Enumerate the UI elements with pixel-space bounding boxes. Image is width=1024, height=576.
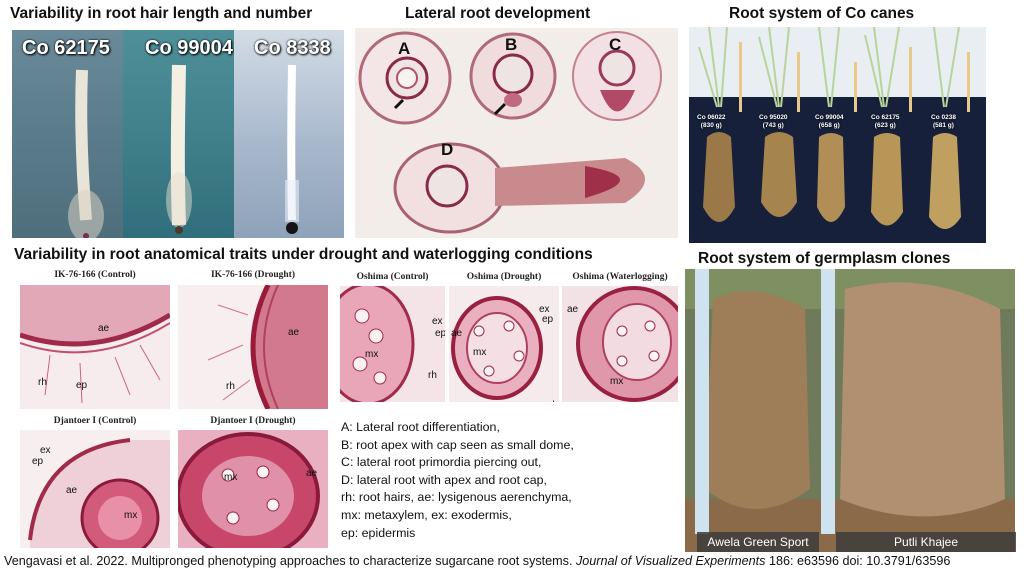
anatomy-oshima-control: ex ep mx rh — [340, 286, 445, 402]
legend-line-d: D: lateral root with apex and root cap, — [341, 472, 547, 487]
legend-line-mx: mx: metaxylem, ex: exodermis, — [341, 507, 512, 522]
co-cane-label-3: Co 99004(658 g) — [815, 114, 844, 129]
lateral-label-b: B — [505, 35, 518, 54]
oshima-drought-ep: ep — [542, 314, 554, 325]
ik-drought-rh: rh — [226, 381, 235, 392]
anatomy-dj-control: ex ep ae mx — [20, 430, 170, 548]
anatomy-oshima-drought-drawing — [451, 296, 543, 400]
anatomy-oshima-waterlogging: ae mx — [562, 286, 678, 402]
root-hair-photo-2: Co 99004 — [123, 30, 234, 238]
co-cane-label-5: Co 0238(581 g) — [931, 114, 956, 129]
legend-line-ep: ep: epidermis — [341, 525, 416, 540]
germplasm-label-1: Awela Green Sport — [697, 532, 819, 552]
citation: Vengavasi et al. 2022. Multipronged phen… — [4, 554, 950, 568]
ik-control-ep: ep — [76, 380, 88, 391]
co-cane-label-1: Co 06022(830 g) — [697, 114, 726, 129]
co-cane-label-4: Co 62175(623 g) — [871, 114, 900, 129]
anatomy-dj-control-drawing — [28, 438, 170, 548]
dj-drought-mx: mx — [224, 472, 238, 483]
dj-drought-ae: ae — [306, 468, 318, 479]
germplasm-label-2: Putli Khajee — [836, 532, 1016, 552]
oshima-drought-ex: ex — [539, 304, 550, 315]
dj-control-ae: ae — [66, 485, 78, 496]
co-canes-title: Root system of Co canes — [729, 5, 915, 22]
root-hair-photo-1: Co 62175 — [12, 30, 123, 238]
root-hair-label-1: Co 62175 — [22, 37, 110, 59]
lateral-label-a: A — [398, 39, 411, 58]
anatomy-caption-ik-control: IK-76-166 (Control) — [54, 270, 136, 280]
anatomy-dj-drought: mx ae — [178, 430, 328, 548]
lateral-label-c: C — [609, 35, 622, 54]
germplasm-photo — [685, 269, 1015, 552]
ik-drought-ae: ae — [288, 327, 300, 338]
oshima-control-rh: rh — [428, 370, 437, 381]
anatomy-caption-oshima-drought: Oshima (Drought) — [466, 272, 542, 282]
root-hair-label-2: Co 99004 — [145, 37, 233, 59]
oshima-control-ex: ex — [432, 316, 443, 327]
anatomy-caption-ik-drought: IK-76-166 (Drought) — [210, 270, 295, 280]
oshima-waterlog-mx: mx — [610, 376, 624, 387]
oshima-waterlog-ae: ae — [567, 304, 579, 315]
root-hair-drawing-1 — [68, 69, 104, 238]
citation-journal: Journal of Visualized Experiments — [575, 554, 766, 568]
anatomy-caption-dj-control: Djantoer I (Control) — [53, 416, 137, 426]
dj-control-ep: ep — [32, 456, 44, 467]
anatomy-caption-oshima-waterlogging: Oshima (Waterlogging) — [572, 272, 668, 282]
anatomy-oshima-control-drawing — [340, 286, 415, 402]
anatomy-caption-oshima-control: Oshima (Control) — [356, 272, 429, 282]
lateral-root-title: Lateral root development — [405, 5, 591, 22]
root-hair-drawing-2 — [166, 64, 192, 234]
lateral-root-drawing — [358, 31, 662, 234]
dj-control-mx: mx — [124, 510, 138, 521]
oshima-drought-rh: rh — [549, 400, 558, 402]
anatomy-ik-control: ae rh ep — [20, 285, 170, 409]
oshima-control-mx: mx — [365, 349, 379, 360]
root-hair-photo-3: Co 8338 — [234, 30, 344, 238]
germplasm-drawing — [685, 269, 1015, 552]
root-hair-label-3: Co 8338 — [254, 37, 331, 59]
ik-control-rh: rh — [38, 377, 47, 388]
citation-prefix: Vengavasi et al. 2022. Multipronged phen… — [4, 554, 576, 568]
oshima-control-ep: ep — [435, 328, 445, 339]
anatomy-ik-drought: ae rh — [178, 285, 328, 409]
legend-line-rh: rh: root hairs, ae: lysigenous aerenchym… — [341, 490, 572, 505]
anatomy-ik-control-drawing — [20, 285, 170, 404]
lateral-label-d: D — [441, 140, 454, 159]
legend-line-c: C: lateral root primordia piercing out, — [341, 455, 542, 470]
ik-control-ae: ae — [98, 323, 110, 334]
root-hair-drawing-3 — [285, 64, 299, 234]
citation-suffix: 186: e63596 doi: 10.3791/63596 — [765, 554, 951, 568]
anatomy-ik-drought-drawing — [207, 285, 328, 409]
anatomy-dj-drought-drawing — [178, 432, 320, 548]
legend-line-a: A: Lateral root differentiation, — [341, 420, 500, 434]
root-hair-title: Variability in root hair length and numb… — [10, 5, 313, 22]
legend-line-b: B: root apex with cap seen as small dome… — [341, 437, 574, 452]
dj-control-ex: ex — [40, 445, 51, 456]
anatomical-title: Variability in root anatomical traits un… — [14, 246, 593, 263]
germplasm-title: Root system of germplasm clones — [698, 250, 951, 267]
co-canes-drawing — [689, 27, 986, 229]
anatomy-caption-dj-drought: Djantoer I (Drought) — [210, 416, 296, 426]
co-cane-label-2: Co 95020(743 g) — [759, 114, 788, 129]
anatomy-oshima-drought: ex ep ae mx rh — [449, 286, 559, 402]
figure-legend: A: Lateral root differentiation, B: root… — [341, 419, 574, 542]
co-canes-photo: Co 06022(830 g) Co 95020(743 g) Co 99004… — [689, 27, 986, 243]
anatomy-oshima-waterlogging-drawing — [576, 286, 678, 402]
oshima-drought-mx: mx — [473, 347, 487, 358]
lateral-root-panel: A B C D — [355, 28, 678, 238]
oshima-drought-ae: ae — [451, 328, 463, 339]
